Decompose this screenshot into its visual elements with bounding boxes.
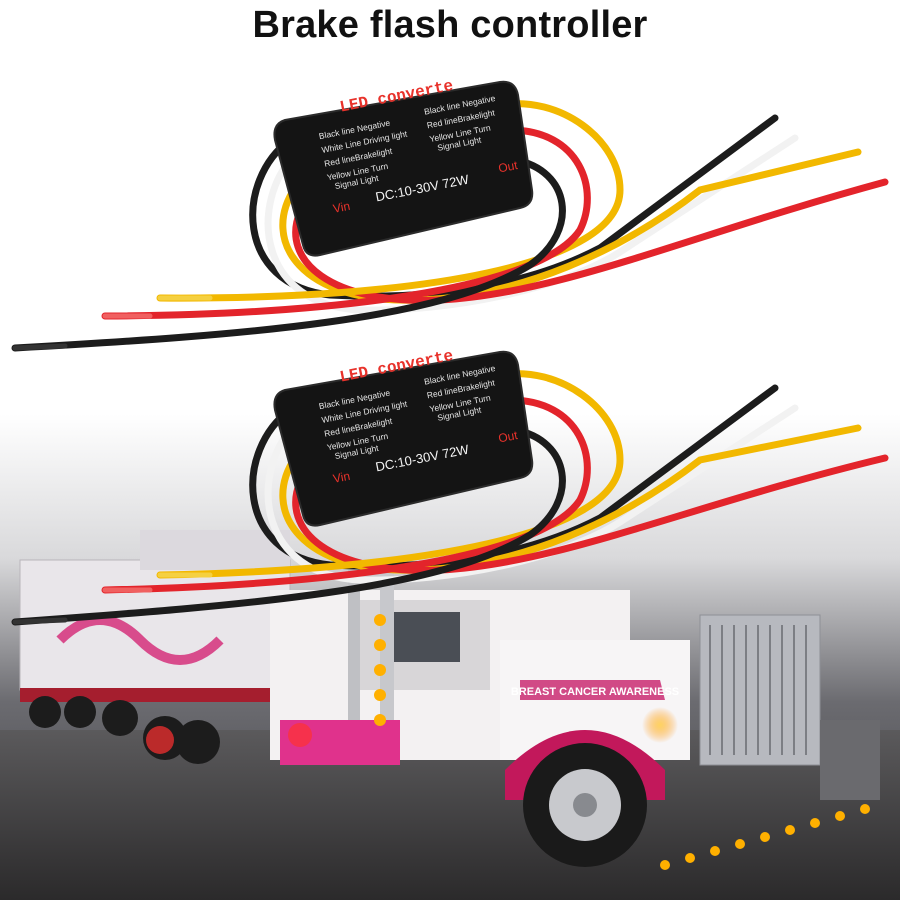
module-body-top (273, 80, 534, 257)
trailer (19, 530, 300, 764)
vin-label: Vin (331, 468, 352, 486)
page-title: Brake flash controller (252, 4, 648, 46)
vin-label: Vin (331, 198, 352, 216)
spec-label: DC:10-30V 72W (374, 171, 470, 205)
out-label: Out (497, 428, 519, 446)
wire-harness-top (11, 100, 889, 352)
marker-lights (146, 614, 870, 870)
module-body-bottom (273, 350, 534, 527)
out-label: Out (497, 158, 519, 176)
wire-harness-bottom (11, 370, 889, 626)
spec-label: DC:10-30V 72W (374, 441, 470, 475)
truck: BREAST CANCER AWARENESS (270, 560, 880, 867)
truck-side-sign: BREAST CANCER AWARENESS (511, 686, 679, 698)
